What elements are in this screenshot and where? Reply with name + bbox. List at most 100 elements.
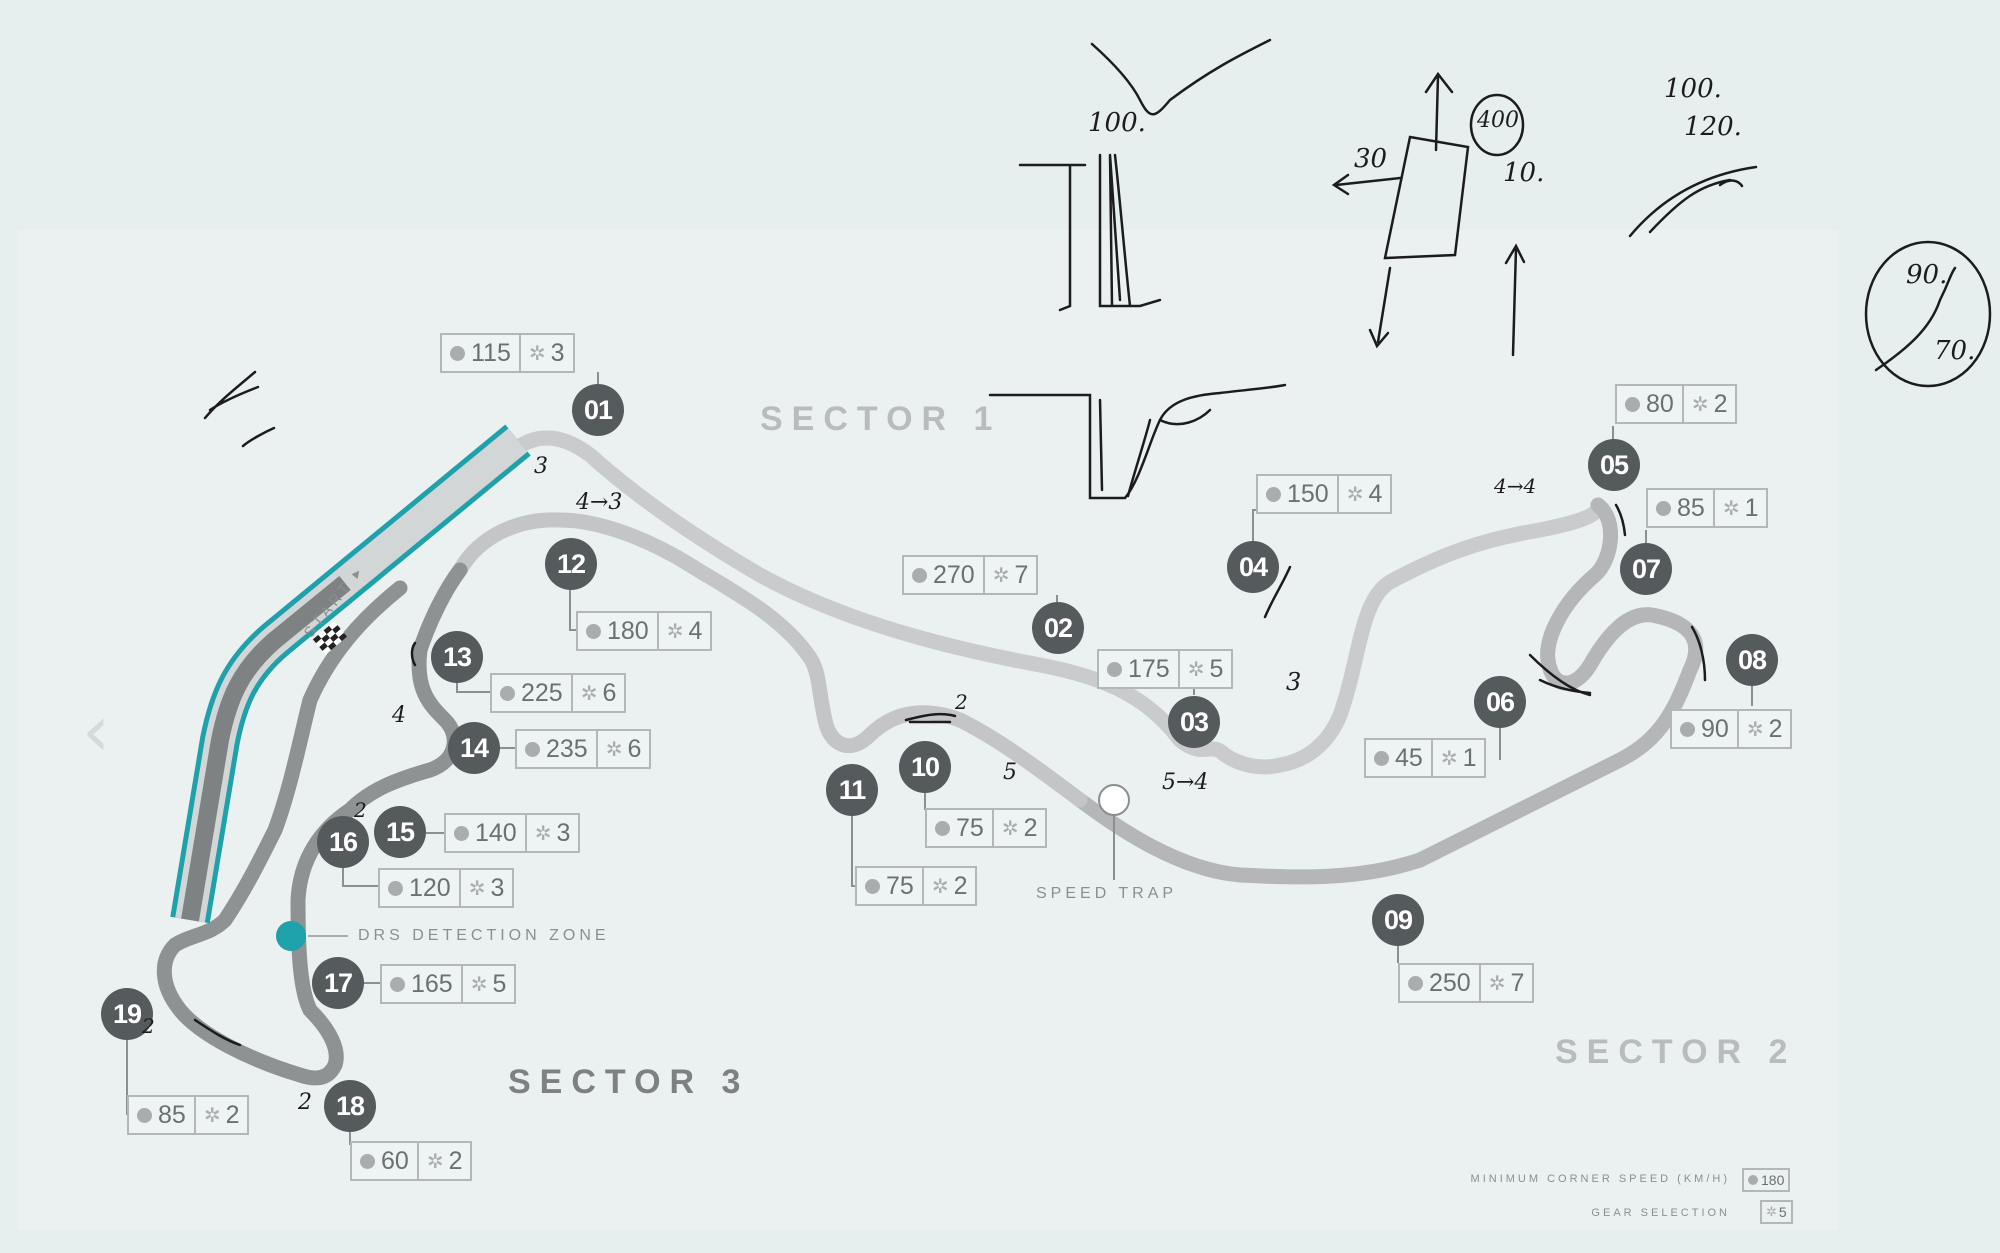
speed-icon [935,820,950,836]
gear-icon: ✲ [931,875,949,898]
turn-07-speed: 85 [1677,493,1705,522]
turn-09-speed: 250 [1429,968,1471,997]
gear-icon: ✲ [580,682,598,705]
gear-icon: ✲ [1488,972,1506,995]
chevron-left-icon[interactable]: ‹ [82,690,110,772]
gear-icon: ✲ [1001,817,1019,840]
note-4-3: 4→3 [576,490,623,515]
turn-19-info: 85 ✲2 [127,1095,250,1135]
gear-icon: ✲ [426,1150,444,1173]
gear-icon: ✲ [528,342,546,365]
turn-16-gear: 3 [490,873,505,902]
speed-icon [137,1107,152,1123]
note-t18-gear: 2 [298,1090,312,1115]
turn-15-info: 140 ✲3 [444,813,581,853]
turn-badge-07[interactable]: 07 [1620,543,1672,595]
turn-12-info: 180 ✲4 [576,611,713,651]
turn-15-speed: 140 [475,818,517,847]
turn-10-info: 75 ✲2 [925,808,1048,848]
turn-13-gear: 6 [602,678,617,707]
turn-03-speed: 175 [1128,654,1170,683]
sector-1-label: SECTOR 1 [760,400,1002,438]
turn-11-speed: 75 [886,871,914,900]
speed-icon [1680,721,1695,737]
track-sector-2 [1072,497,1704,885]
turn-08-speed: 90 [1701,714,1729,743]
speed-icon [865,878,880,894]
turn-badge-02[interactable]: 02 [1032,602,1084,654]
turn-11-gear: 2 [953,871,968,900]
speed-icon [450,345,465,361]
speed-icon [454,825,469,841]
gear-icon: ✲ [470,973,488,996]
turn-badge-05[interactable]: 05 [1588,439,1640,491]
gear-icon: ✲ [1187,658,1205,681]
turn-badge-11[interactable]: 11 [826,764,878,816]
note-t4-gear: 3 [1286,668,1302,696]
turn-badge-18[interactable]: 18 [324,1080,376,1132]
turn-08-gear: 2 [1768,714,1783,743]
turn-badge-08[interactable]: 08 [1726,634,1778,686]
turn-badge-01[interactable]: 01 [572,384,624,436]
sector-2-label: SECTOR 2 [1555,1033,1797,1071]
turn-10-gear: 2 [1023,813,1038,842]
pit-straight-dark [181,576,351,922]
turn-10-speed: 75 [956,813,984,842]
turn-badge-15[interactable]: 15 [374,806,426,858]
turn-badge-17[interactable]: 17 [312,957,364,1009]
turn-13-speed: 225 [521,678,563,707]
turn-badge-10[interactable]: 10 [899,741,951,793]
note-120: 120. [1684,112,1742,142]
note-5-4: 5→4 [1162,770,1209,795]
turn-09-info: 250 ✲7 [1398,963,1535,1003]
speed-icon [388,880,403,896]
turn-badge-16[interactable]: 16 [317,816,369,868]
gear-icon: ✲ [1722,497,1740,520]
turn-01-info: 115 ✲3 [440,333,575,373]
speed-icon [1266,486,1281,502]
turn-02-info: 270 ✲7 [902,555,1039,595]
turn-01-gear: 3 [550,338,565,367]
note-10: 10. [1503,158,1545,188]
gear-icon: ✲ [1346,483,1364,506]
map-panel [18,230,1838,1230]
turn-17-speed: 165 [411,969,453,998]
turn-badge-04[interactable]: 04 [1227,541,1279,593]
turn-12-gear: 4 [688,616,703,645]
turn-06-gear: 1 [1462,743,1477,772]
note-t19-gear: 2 [142,1014,155,1038]
turn-badge-03[interactable]: 03 [1168,696,1220,748]
legend-speed-label: MINIMUM CORNER SPEED (KM/H) [1470,1173,1730,1185]
speed-icon [1107,661,1122,677]
gear-icon: ✲ [1766,1204,1777,1219]
turn-badge-12[interactable]: 12 [545,538,597,590]
start-flag-icon [312,621,348,655]
turn-02-gear: 7 [1014,560,1029,589]
turn-17-info: 165 ✲5 [380,964,517,1004]
turn-08-info: 90 ✲2 [1670,709,1793,749]
turn-01-speed: 115 [471,338,511,367]
note-5: 5 [1003,760,1017,785]
note-t10-gear: 2 [955,690,968,714]
gear-icon: ✲ [992,564,1010,587]
turn-06-speed: 45 [1395,743,1423,772]
track-sector-1 [512,430,1606,775]
turn-18-speed: 60 [381,1146,409,1175]
turn-badge-19[interactable]: 19 [101,988,153,1040]
track-sector-2-inner [452,512,1088,808]
turn-05-speed: 80 [1646,389,1674,418]
turn-badge-06[interactable]: 06 [1474,676,1526,728]
speed-icon [500,685,515,701]
turn-badge-14[interactable]: 14 [448,722,500,774]
turn-badge-13[interactable]: 13 [431,631,483,683]
drs-detection-label: DRS DETECTION ZONE [358,927,610,944]
turn-badge-09[interactable]: 09 [1372,894,1424,946]
turn-07-gear: 1 [1744,493,1759,522]
note-30: 30 [1354,144,1388,174]
speed-icon [1656,500,1671,516]
gear-icon: ✲ [666,620,684,643]
drs-detection-marker [276,921,306,951]
turn-02-speed: 270 [933,560,975,589]
note-100: 100. [1088,108,1146,138]
